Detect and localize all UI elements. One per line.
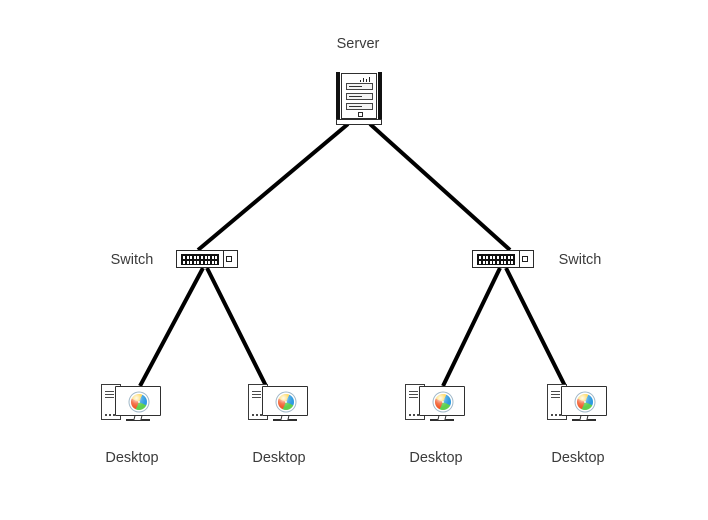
switch-divider-icon bbox=[223, 251, 224, 267]
monitor-stand-icon bbox=[430, 419, 454, 421]
monitor-screen-icon bbox=[561, 386, 607, 416]
server-signal-bars-icon bbox=[360, 77, 372, 82]
monitor-stand-icon bbox=[572, 419, 596, 421]
monitor-stand-icon bbox=[273, 419, 297, 421]
node-label-server: Server bbox=[336, 36, 380, 52]
desktop-icon[interactable] bbox=[405, 382, 467, 424]
globe-orb-icon bbox=[278, 394, 294, 410]
switch-ports-icon bbox=[181, 254, 219, 265]
server-icon[interactable] bbox=[336, 72, 382, 126]
desktop-icon[interactable] bbox=[101, 382, 163, 424]
link-server-to-switch-right bbox=[368, 122, 512, 252]
monitor-screen-icon bbox=[115, 386, 161, 416]
switch-indicator-icon bbox=[226, 256, 232, 262]
globe-orb-icon bbox=[131, 394, 147, 410]
node-switch-left[interactable] bbox=[176, 250, 238, 268]
node-label-desktop-1: Desktop bbox=[105, 450, 159, 466]
link-switch-left-to-desktop-1 bbox=[138, 267, 205, 387]
server-pillar-left-icon bbox=[336, 72, 340, 120]
node-label-switch-right: Switch bbox=[558, 252, 602, 268]
server-bay-1-icon bbox=[346, 83, 373, 90]
switch-divider-icon bbox=[519, 251, 520, 267]
link-switch-right-to-desktop-4 bbox=[504, 267, 567, 387]
server-chassis-icon bbox=[341, 73, 377, 119]
node-desktop-4[interactable] bbox=[547, 382, 609, 424]
switch-icon[interactable] bbox=[472, 250, 534, 268]
server-bay-3-icon bbox=[346, 103, 373, 110]
node-label-desktop-2: Desktop bbox=[252, 450, 306, 466]
node-desktop-1[interactable] bbox=[101, 382, 163, 424]
desktop-icon[interactable] bbox=[547, 382, 609, 424]
node-desktop-3[interactable] bbox=[405, 382, 467, 424]
switch-ports-icon bbox=[477, 254, 515, 265]
node-label-desktop-3: Desktop bbox=[409, 450, 463, 466]
node-label-desktop-4: Desktop bbox=[551, 450, 605, 466]
node-desktop-2[interactable] bbox=[248, 382, 310, 424]
server-led-icon bbox=[358, 112, 363, 117]
link-switch-right-to-desktop-3 bbox=[441, 267, 502, 387]
switch-icon[interactable] bbox=[176, 250, 238, 268]
switch-indicator-icon bbox=[522, 256, 528, 262]
desktop-icon[interactable] bbox=[248, 382, 310, 424]
link-server-to-switch-left bbox=[196, 122, 350, 252]
globe-orb-icon bbox=[577, 394, 593, 410]
server-bay-2-icon bbox=[346, 93, 373, 100]
globe-orb-icon bbox=[435, 394, 451, 410]
node-switch-right[interactable] bbox=[472, 250, 534, 268]
monitor-stand-icon bbox=[126, 419, 150, 421]
monitor-screen-icon bbox=[262, 386, 308, 416]
link-switch-left-to-desktop-2 bbox=[205, 267, 268, 387]
monitor-screen-icon bbox=[419, 386, 465, 416]
server-base-icon bbox=[336, 119, 382, 125]
node-server-1[interactable] bbox=[336, 72, 382, 126]
node-label-switch-left: Switch bbox=[110, 252, 154, 268]
server-pillar-right-icon bbox=[378, 72, 382, 120]
